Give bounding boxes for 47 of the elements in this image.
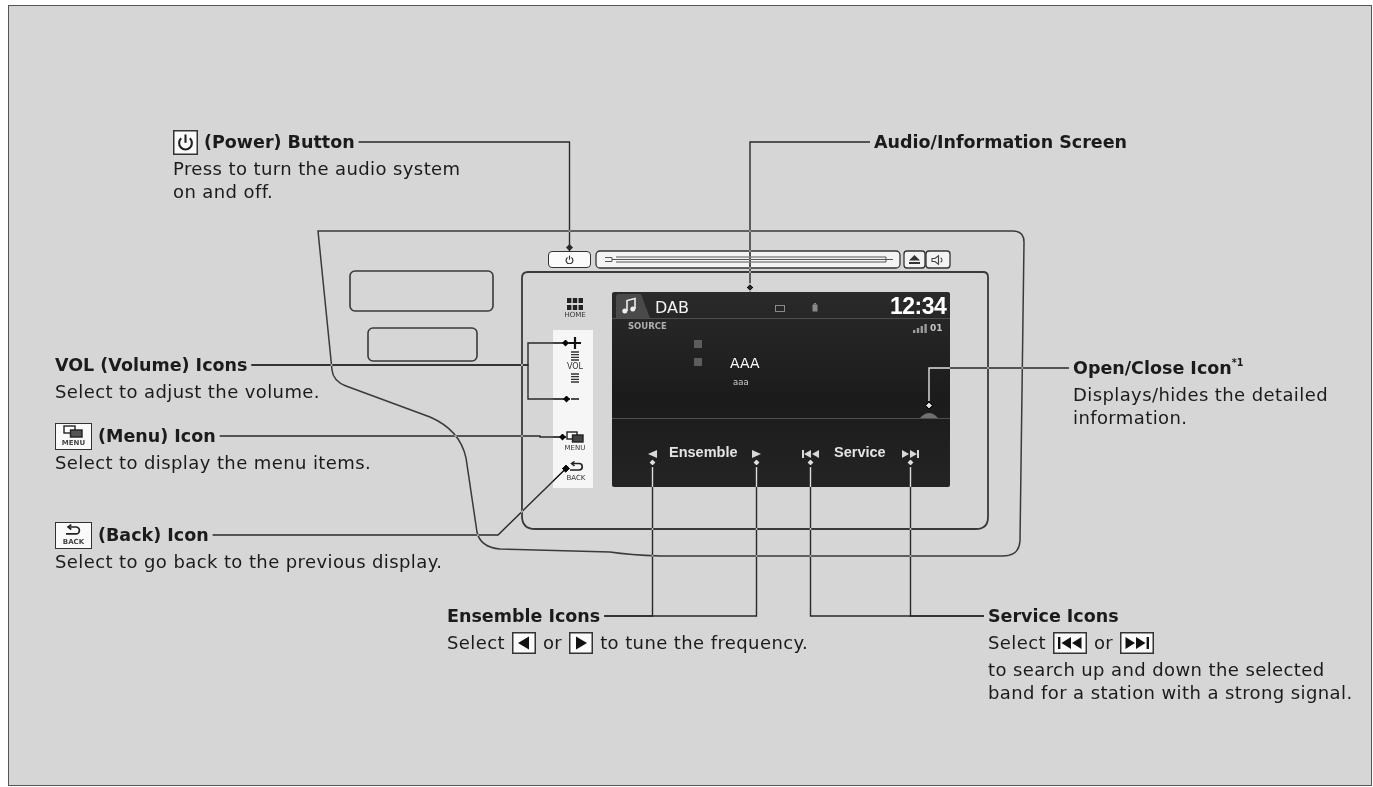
left-triangle-icon — [648, 450, 657, 458]
display-screen — [612, 292, 950, 487]
callout-text: Press to turn the audio system on and off. — [173, 157, 462, 203]
clock-time: 12:34 — [890, 293, 947, 320]
right-triangle-icon — [752, 450, 761, 458]
return-arrow-icon — [568, 461, 584, 472]
skip-back-icon — [802, 450, 819, 458]
softkey-label: Ensemble — [669, 444, 738, 461]
callout-text: Displays/hides the detailed information. — [1073, 383, 1329, 429]
callout-heading: Ensemble Icons — [447, 605, 601, 628]
leader-line — [357, 141, 573, 252]
callout-text: Select to display the menu items. — [55, 451, 373, 474]
callout-heading: VOL (Volume) Icons — [55, 354, 248, 377]
caret-up-icon — [920, 410, 938, 418]
station-name: AAA — [730, 355, 760, 372]
leader-line — [211, 464, 571, 536]
callout-text: or — [542, 632, 563, 653]
callout-text: Select — [988, 632, 1046, 653]
callout-heading: (Back) Icon — [98, 524, 209, 547]
callout-text: or — [1093, 632, 1114, 653]
softkey-label: Service — [834, 444, 886, 461]
band-name: DAB — [655, 298, 689, 317]
callout-heading: (Power) Button — [204, 131, 355, 154]
callout-heading: Audio/Information Screen — [874, 131, 1127, 154]
callout-heading: Service Icons — [988, 605, 1119, 628]
callout-heading: Open/Close Icon$^{*1}$ — [1073, 356, 1244, 380]
leader-line — [219, 433, 567, 441]
power-button — [548, 251, 591, 268]
station-subtext: aaa — [733, 377, 749, 387]
plus-icon — [569, 337, 581, 349]
callout-text: to search up and down the selected band for a station with a strong signal. — [988, 658, 1354, 704]
leader-line — [905, 457, 985, 617]
icon-caption: VOL — [565, 362, 585, 372]
preset-number: 01 — [930, 323, 943, 334]
callout-text: Select — [447, 632, 505, 653]
minus-icon — [570, 396, 580, 402]
windows-icon — [566, 431, 584, 443]
source-text: SOURCE — [628, 321, 667, 331]
callout-heading: (Menu) Icon — [98, 425, 216, 448]
leader-line — [250, 364, 571, 403]
leader-line — [603, 457, 762, 617]
leader-line — [924, 367, 1070, 411]
callout-text: to tune the frequency. — [600, 632, 809, 653]
callout-text: Select to adjust the volume. — [55, 380, 321, 403]
leader-line — [745, 141, 871, 293]
skip-forward-icon — [902, 450, 919, 458]
callout-text: Select to go back to the previous display. — [55, 550, 444, 573]
